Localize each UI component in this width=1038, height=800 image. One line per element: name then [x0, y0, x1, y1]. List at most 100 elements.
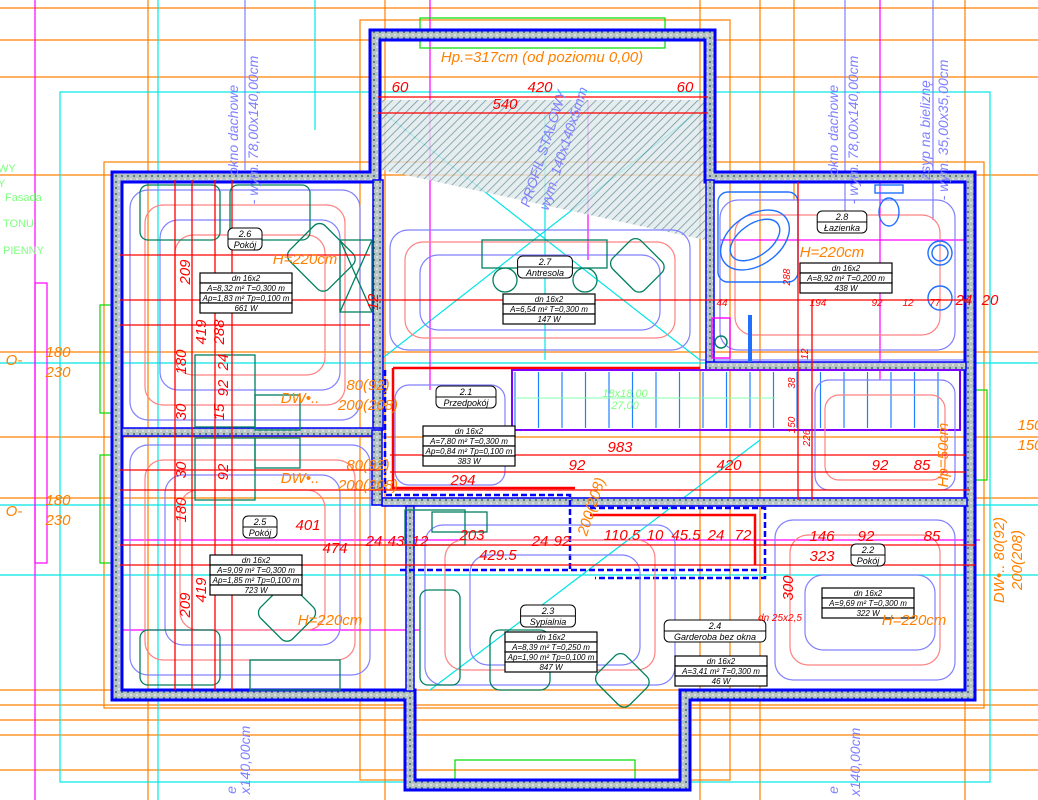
floor-heating-loops	[129, 189, 956, 686]
heating-table-cell	[422, 455, 516, 467]
dimension-label: 474	[322, 540, 347, 557]
heating-table-value: 46 W	[712, 677, 732, 686]
small-dimension-label: 288	[782, 268, 793, 286]
dimension-label: 92	[215, 379, 232, 396]
legend-item: WY	[0, 163, 16, 175]
small-dimension-label: 77	[929, 298, 941, 309]
dimension-label: 15	[211, 403, 228, 420]
room-number: 2.4	[708, 621, 722, 631]
heating-table-cell	[199, 302, 293, 314]
heating-table-cell	[504, 661, 598, 673]
heating-table-value: dn 16x2	[537, 633, 566, 642]
vertical-note: - wym. 78,00x140,00cm	[245, 55, 261, 204]
annotation-note: DW•..	[281, 470, 320, 487]
room-name: Łazienka	[824, 223, 860, 233]
legend-item: Y	[0, 178, 6, 190]
vertical-note: x140,00cm	[237, 725, 253, 795]
heating-table-value: A=3,41 m² T=0,300 m	[681, 667, 760, 676]
heating-table-value: dn 16x2	[854, 589, 883, 598]
walls	[110, 28, 977, 792]
vertical-note: x140,00cm	[847, 727, 863, 797]
legend-item: PIENNY	[3, 245, 45, 257]
heating-table-cell	[502, 313, 596, 325]
heating-table-cell	[674, 675, 768, 687]
small-dimension-label: dn 25x2,5	[758, 613, 802, 624]
dimension-label: 401	[295, 517, 320, 534]
dimension-label: 43	[388, 533, 405, 550]
annotation-note: H=220cm	[273, 251, 338, 268]
small-dimension-label: 12	[902, 298, 914, 309]
dimension-label: 323	[809, 548, 835, 565]
room-name: Pokój	[857, 556, 881, 566]
annotation-note: DW•.. 80(92)	[991, 517, 1008, 603]
annotation-note: O-	[6, 503, 23, 520]
dimension-label: 180	[173, 349, 190, 375]
dimension-label: 419	[193, 577, 210, 603]
dimension-label: 10	[647, 527, 664, 544]
room-number: 2.6	[238, 229, 252, 239]
heating-table-value: dn 16x2	[535, 295, 564, 304]
room-number: 2.7	[538, 257, 553, 267]
dimension-label: 429.5	[479, 547, 517, 564]
stairs-label: 18x18,00	[602, 388, 648, 400]
heating-table-value: A=6,54 m² T=0,300 m	[509, 305, 588, 314]
annotation-note: O-	[6, 352, 23, 369]
annotation-note: Hp=50cm	[935, 423, 952, 488]
stairs-label: 27,00	[610, 400, 639, 412]
heating-table-value: Ap=1,85 m² Tp=0,100 m	[212, 576, 300, 585]
annotation-note: 150	[1017, 437, 1038, 454]
room-name: Pokój	[249, 528, 273, 538]
dimension-label: 24	[955, 292, 973, 309]
heating-table-value: 322 W	[856, 609, 881, 618]
dimension-label: 92	[215, 463, 232, 480]
heating-table-value: dn 16x2	[455, 427, 484, 436]
dimension-label: 420	[716, 457, 742, 474]
heating-table-value: 383 W	[457, 457, 482, 466]
dimension-label: 540	[492, 96, 518, 113]
room-name: Sypialnia	[530, 617, 567, 627]
staircase[interactable]	[511, 369, 961, 431]
dimension-label: 60	[677, 79, 694, 96]
dimension-label: 300	[780, 575, 797, 601]
vertical-note: e	[223, 786, 239, 794]
room-number: 2.5	[253, 517, 268, 527]
annotation-note: H=220cm	[298, 612, 363, 629]
dimension-label: 24	[531, 533, 549, 550]
dimension-label: 209	[177, 592, 194, 619]
room-name: Antresola	[525, 268, 564, 278]
dimension-label: 180	[173, 497, 190, 523]
heating-table-value: A=7,80 m² T=0,300 m	[429, 437, 508, 446]
vertical-note: e	[825, 786, 841, 794]
dimension-label: 24	[215, 354, 232, 372]
dimension-label: 12	[365, 293, 382, 310]
annotation-note: H=220cm	[800, 244, 865, 261]
heating-table-value: A=8,92 m² T=0,200 m	[806, 274, 885, 283]
heating-table-value: Ap=1,83 m² Tp=0,100 m	[202, 294, 290, 303]
annotation-note: 180	[45, 492, 71, 509]
heating-table-value: dn 16x2	[232, 274, 261, 283]
annotation-note: 150	[1017, 417, 1038, 434]
dimension-label: 45.5	[671, 527, 701, 544]
dimension-label: 24	[365, 533, 383, 550]
heating-table-value: 661 W	[234, 304, 259, 313]
dimension-label: 110.5	[604, 527, 641, 544]
heating-table-value: Ap=1,90 m² Tp=0,100 m	[507, 653, 595, 662]
dimension-label: 983	[607, 439, 633, 456]
heating-table-value: 438 W	[834, 284, 859, 293]
small-dimension-label: 92	[871, 298, 883, 309]
annotation-note: 200(208)	[1009, 530, 1026, 591]
heating-table-value: A=8,39 m² T=0,250 m	[511, 643, 590, 652]
dimension-label: 85	[914, 457, 931, 474]
vertical-note: okno dachowe	[225, 85, 241, 176]
heating-table-cell	[799, 282, 893, 294]
legend-item: TONU	[3, 218, 34, 230]
